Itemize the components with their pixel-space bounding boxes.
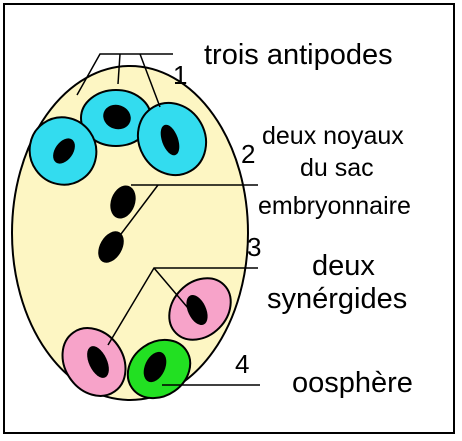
label-synergides-line2: synérgides — [267, 283, 407, 315]
label-number-1: 1 — [173, 60, 187, 90]
label-noyaux-line3: embryonnaire — [258, 192, 411, 220]
label-number-2: 2 — [241, 139, 255, 169]
label-noyaux-line2: du sac — [300, 154, 374, 182]
label-noyaux-line1: deux noyaux — [262, 122, 404, 150]
label-number-4: 4 — [235, 349, 249, 379]
label-antipodes: trois antipodes — [204, 39, 393, 71]
label-oosphere: oosphère — [292, 367, 413, 399]
label-number-3: 3 — [247, 232, 261, 262]
label-synergides-line1: deux — [312, 250, 375, 282]
